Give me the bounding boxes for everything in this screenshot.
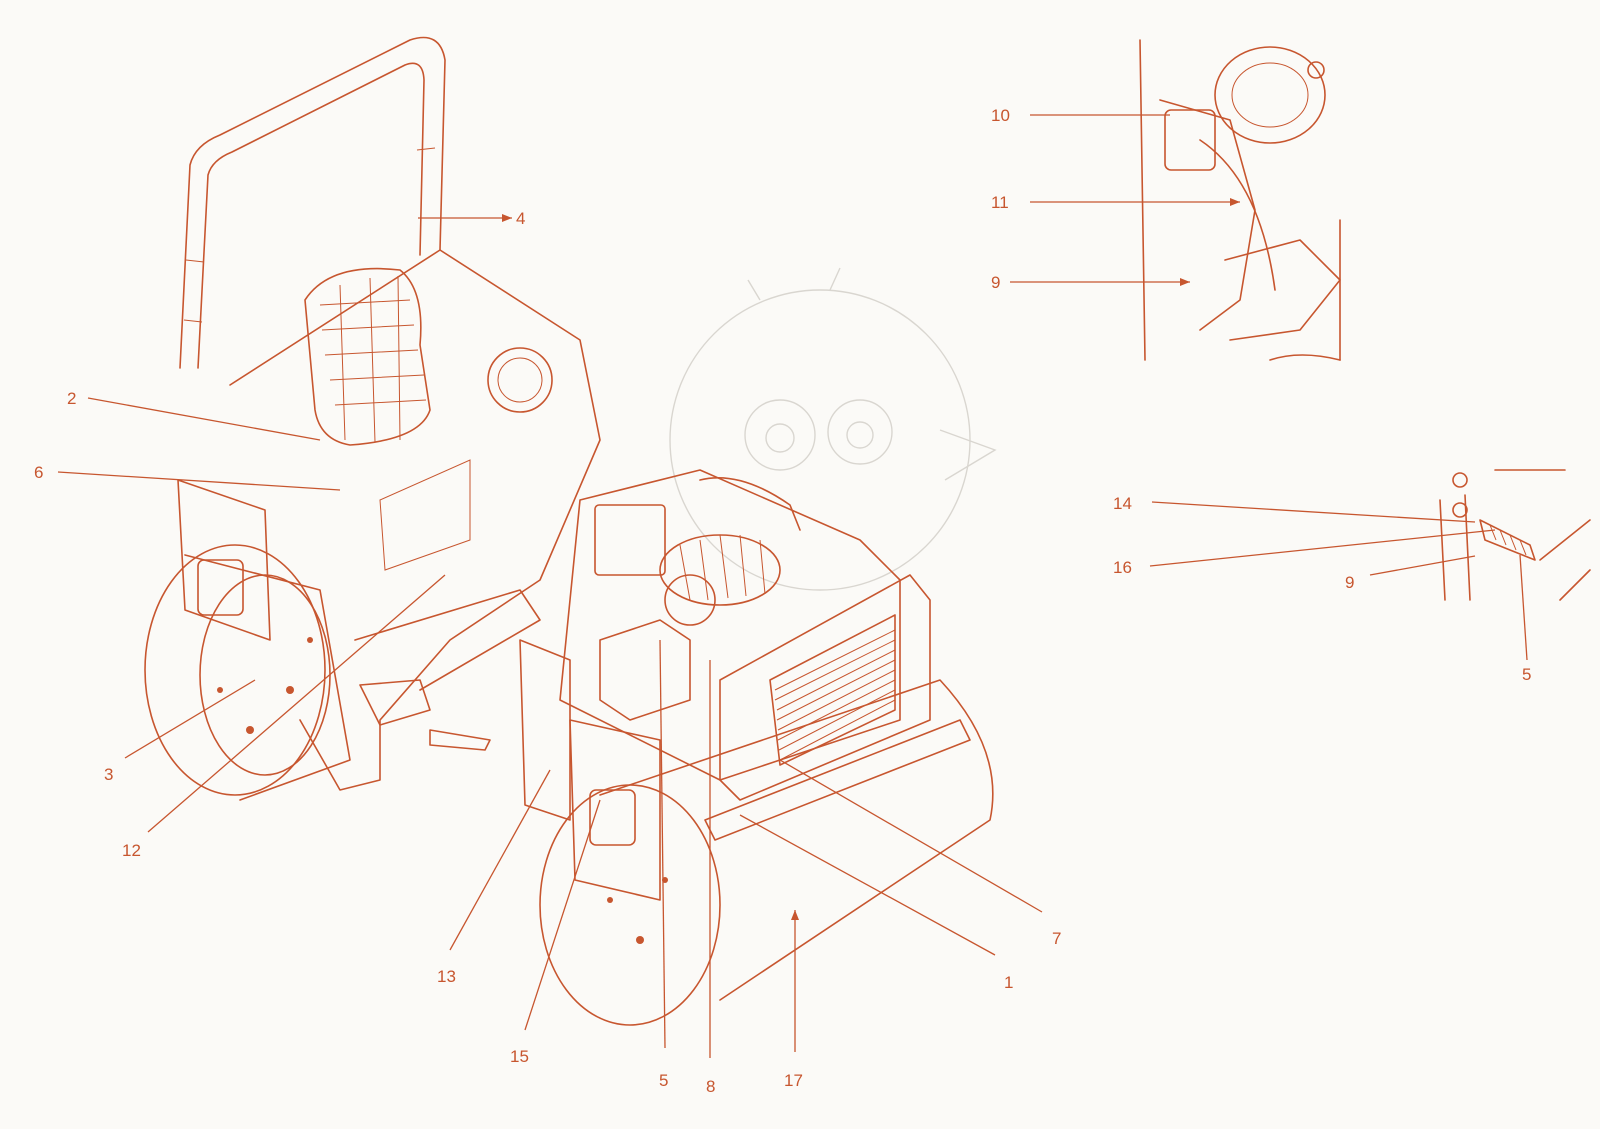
rops-frame	[179, 36, 446, 369]
callout-11: 11	[991, 193, 1009, 212]
radiator	[719, 574, 931, 801]
callout-3: 3	[104, 765, 113, 784]
callout-13: 13	[437, 967, 456, 986]
engine-compartment	[559, 469, 901, 781]
machine-body	[229, 249, 601, 791]
callout-4: 4	[516, 209, 525, 228]
callout-9-inset: 9	[991, 273, 1000, 292]
rear-drum	[144, 479, 351, 801]
operator-seat	[304, 267, 553, 446]
front-drum	[519, 639, 994, 1026]
callout-17: 17	[784, 1071, 803, 1090]
callout-10: 10	[991, 106, 1010, 125]
detail-steering-inset	[1139, 39, 1341, 361]
callout-5: 5	[659, 1071, 668, 1090]
callout-16: 16	[1113, 558, 1132, 577]
callout-15: 15	[510, 1047, 529, 1066]
callout-14: 14	[1113, 494, 1132, 513]
callout-2: 2	[67, 389, 76, 408]
callout-labels: 4 2 6 3 12 13 15 5 8 17 1 7 10 11 9 14 1…	[34, 106, 1531, 1096]
detail-bracket-inset	[1439, 469, 1591, 601]
callout-9-bracket: 9	[1345, 573, 1354, 592]
callout-5-bracket: 5	[1522, 665, 1531, 684]
callout-8: 8	[706, 1077, 715, 1096]
callout-1: 1	[1004, 973, 1013, 992]
leader-lines	[57, 114, 1528, 1058]
callout-12: 12	[122, 841, 141, 860]
callout-6: 6	[34, 463, 43, 482]
callout-7: 7	[1052, 929, 1061, 948]
watermark-mascot	[669, 267, 997, 591]
